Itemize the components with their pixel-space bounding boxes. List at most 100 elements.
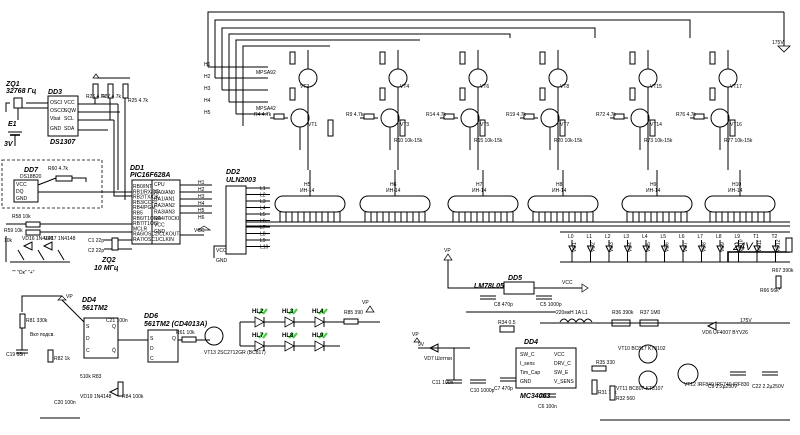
svg-text:CPU: CPU [154,182,165,188]
dd2-out-label: L9 [260,238,266,244]
buttons-label: "" "Ок" "+" [12,270,35,276]
svg-text:GND: GND [16,196,28,202]
svg-text:Tim_Cap: Tim_Cap [520,370,540,376]
vd7-label: VD7 Шоттки [424,356,452,362]
ladder-diode [771,245,780,254]
c2-label: C2 22p [88,248,104,254]
c9-label: C9 2.2µ250V [708,384,738,390]
svg-text:OSCI: OSCI [50,100,62,106]
svg-text:OSCO: OSCO [50,108,65,114]
boost-out: 175V [740,318,752,324]
driver-stage-4: VT8 VT7 R19 4.7k R20 10k-15k [506,50,583,170]
led-glow-icon [318,308,328,315]
ladder-diode [642,245,650,254]
rc-label: R10 10k-15k [394,138,423,144]
svg-text:H10: H10 [732,182,741,188]
vd-label: VD9 [720,242,726,252]
r59-label: R59 10k [4,228,23,234]
vt-top-label: VT15 [650,84,662,90]
mpsa42-label: MPSA42 [256,106,276,112]
vt-top-label: VT17 [730,84,742,90]
dd1-pin-left: MCLR [133,226,148,232]
svg-text:ИН-14: ИН-14 [386,188,401,194]
l-output-label: L2 [605,234,611,240]
r34-label: R34 0.5 [498,320,516,326]
switch-label: Вкл подсв. [30,332,55,338]
r32-label: R32 560 [616,396,635,402]
dd2-out-label: L2 [260,193,266,199]
driver-stages: VT2 VT1 MPSA92 MPSA42 R4 4.7k VT4 VT3 R9… [254,50,753,170]
dd5-ref: DD5 [508,275,522,282]
svg-text:S: S [86,324,90,330]
vd17-label: VD17 1N4148 [44,236,76,242]
dd1-pin-left: RB4/PGM [133,205,156,211]
svg-text:H5: H5 [304,182,311,188]
svg-text:H7: H7 [476,182,483,188]
vt-bot-label: VT14 [650,122,662,128]
dd3-chip [47,95,79,137]
svg-text:H8: H8 [556,182,563,188]
r-bottom-label: 10k [4,238,13,244]
dd7-part: DS18B20 [20,174,42,180]
svg-text:ИН-14: ИН-14 [300,188,315,194]
r84-label: R84 100k [122,394,144,400]
r81-label: R81 330k [26,318,48,324]
svg-text:VP: VP [444,248,451,254]
dd1-pin-left: RB7/T1OSI [133,221,159,227]
r37-label: R37 1M0 [640,310,661,316]
vd16-label: VD16 1N4148 [22,236,54,242]
l-output-label: L8 [716,234,722,240]
dd6-ref: DD6 [144,313,158,320]
h-pin-label: H5 [198,208,205,214]
battery-ref: E1 [8,121,17,128]
vt-top-label: VT2 [300,84,309,90]
dd4-part: 561TM2 [82,305,108,312]
led-icon [314,340,325,352]
rail-175v-label: 175V [772,40,784,46]
dd1-pin-left: RB2/TX/CK [133,195,160,201]
vd6-label: VD6 UF4007 BYV26 [702,330,748,336]
r67-label: R67 390k [772,268,794,274]
svg-text:SCL: SCL [64,116,74,122]
rtc-block: ZQ1 32768 Гц E1 3V DD3 OSCI OSCO Vbat GN… [4,73,149,200]
svg-text:Q: Q [172,336,176,342]
dd2-out-label: L4 [260,206,266,212]
vd-label: VD11 [757,240,763,252]
svg-text:C: C [86,348,90,354]
svg-text:ИН-14: ИН-14 [646,188,661,194]
vd19-label: VD19 1N4148 [80,394,112,400]
dd1-pin-right: RA2/AN2 [154,203,175,209]
vt-bot-label: VT3 [400,122,409,128]
r58-label: R58 10k [12,214,31,220]
l1-label: 220мкН 1A L1 [556,310,588,316]
svg-text:Vbat: Vbat [50,116,61,122]
driver-stage-3: VT6 VT5 R14 4.7k R15 10k-15k [426,50,503,170]
dd1-pin-right: RA0/AN0 [154,190,175,196]
svg-text:ИН-14: ИН-14 [552,188,567,194]
l-output-label: L5 [661,234,667,240]
l-output-label: L6 [679,234,685,240]
r31-label: R31 10k [598,390,617,396]
vt13-label: VT13 2SC2712GR (BC817) [204,350,266,356]
ladder-diode [586,245,595,254]
r26-label: R26 4.7k [86,94,107,100]
r25-label: R25 4.7k [128,98,149,104]
svg-text:D: D [86,336,90,342]
led-label: HL2 [252,309,264,315]
dd1-pin-right: VCC [154,223,165,229]
ladder-diode [605,245,613,254]
l-output-label: L0 [568,234,574,240]
svg-text:SW_C: SW_C [520,352,535,358]
battery-value: 3V [4,141,14,148]
led-label: HL8 [282,333,294,339]
dd4-ref: DD4 [82,297,96,304]
driver-stage-6: VT17 VT16 R76 4.7k R77 10k-15k [676,50,753,170]
dd2-out-label: L6 [260,219,266,225]
l-output-label: L3 [624,234,630,240]
h-pin-label: H6 [198,215,205,221]
ladder-diode [697,245,706,254]
svg-text:SDA: SDA [64,126,75,132]
r82-label: R82 1k [54,356,70,362]
vt-top-label: VT4 [400,84,409,90]
